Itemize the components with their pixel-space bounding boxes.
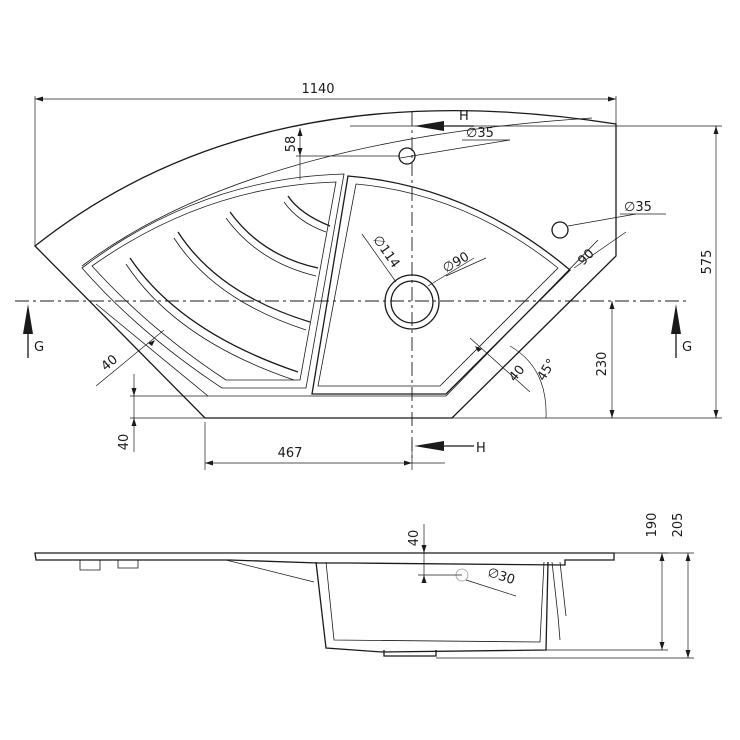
dimension-90: 90 [573, 231, 627, 269]
dimension-tap-hole-2: ∅35 [567, 200, 666, 227]
dimension-205: 205 [436, 513, 694, 659]
dimension-drain-outer: ∅114 [361, 233, 402, 283]
side-view: 40 ∅30 190 205 [34, 513, 694, 659]
top-margin-label: 58 [284, 136, 299, 153]
overall-width-label: 1140 [301, 82, 334, 97]
drain-outer-diameter-label: ∅114 [369, 233, 402, 271]
dimension-58: 58 [284, 128, 400, 180]
side-drain [383, 650, 437, 657]
total-height-label: 205 [671, 513, 686, 538]
side-bowl-inner [325, 561, 545, 643]
tap-hole-2 [551, 221, 569, 239]
overflow-offset-label: 40 [407, 530, 422, 547]
section-marker-g-left: G [23, 304, 44, 358]
section-g-left-label: G [34, 340, 44, 355]
bowl-offset-label: 467 [278, 446, 303, 461]
dimension-tap-hole-1: ∅35 [399, 126, 511, 159]
dimension-40-right: 40 [469, 337, 531, 393]
section-marker-h-top: H [414, 109, 474, 131]
side-bowl-wall-right [551, 561, 567, 641]
bottom-margin-label: 40 [117, 434, 132, 451]
sink-outline [34, 109, 617, 419]
side-margin-label: 90 [575, 246, 597, 268]
drainboard-ribs [125, 195, 331, 381]
overflow-diameter-label: ∅30 [486, 565, 517, 588]
centerline-offset-label: 230 [595, 352, 610, 377]
tap-hole-2-label: ∅35 [624, 200, 652, 215]
dimension-1140: 1140 [34, 82, 617, 246]
dimension-230: 230 [595, 301, 615, 418]
dimension-575: 575 [350, 125, 722, 419]
side-bowl [315, 561, 549, 653]
side-flange [34, 552, 615, 566]
section-h-top-label: H [459, 109, 469, 124]
drainboard-inner [91, 181, 337, 381]
dimension-40-left: 40 [95, 329, 165, 387]
dimension-overflow-40: 40 [407, 524, 462, 583]
drain-diameter-label: ∅90 [440, 250, 472, 277]
side-drainboard [79, 559, 315, 583]
sink-rim [81, 117, 599, 397]
dimension-drain-inner: ∅90 [427, 250, 487, 287]
dimension-467: 467 [204, 422, 445, 470]
bowl [311, 175, 571, 395]
dimension-40-bottom: 40 [117, 374, 208, 452]
drainboard [81, 173, 345, 389]
dimension-overflow-30: ∅30 [465, 565, 517, 597]
section-marker-g-right: G [671, 304, 692, 358]
section-g-right-label: G [682, 340, 692, 355]
bowl-inner [317, 183, 559, 387]
top-view: 1140 575 230 58 [15, 82, 722, 470]
right-margin-label: 40 [506, 363, 528, 385]
overall-depth-label: 575 [700, 250, 715, 275]
section-marker-h-bottom: H [414, 441, 486, 456]
bowl-depth-label: 190 [645, 513, 660, 538]
section-h-bottom-label: H [476, 441, 486, 456]
dimension-190: 190 [546, 513, 668, 651]
left-margin-label: 40 [99, 352, 121, 374]
tap-hole-1-label: ∅35 [466, 126, 494, 141]
angle-label: 45° [535, 356, 560, 383]
